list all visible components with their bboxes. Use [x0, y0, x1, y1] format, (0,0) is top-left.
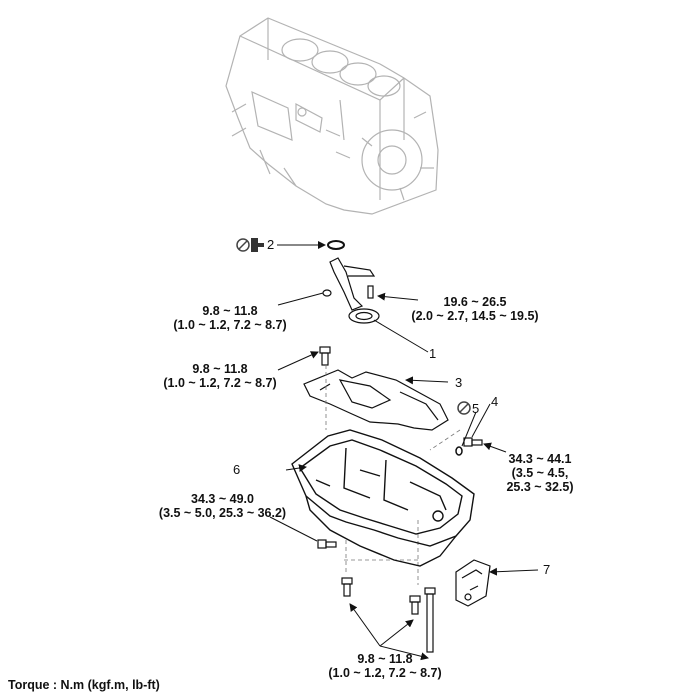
- pan-cover: [455, 559, 491, 607]
- torque-label-screen-bracket: 9.8 ~ 11.8 (1.0 ~ 1.2, 7.2 ~ 8.7): [170, 304, 290, 332]
- baffle-plate: [303, 369, 449, 431]
- engine-block: [225, 17, 439, 215]
- oil-pan: [291, 429, 475, 567]
- no-reuse-icon: [236, 238, 250, 252]
- no-reuse-icon: [457, 401, 471, 415]
- torque-conversion: (1.0 ~ 1.2, 7.2 ~ 8.7): [173, 318, 287, 332]
- torque-conversion: (1.0 ~ 1.2, 7.2 ~ 8.7): [328, 666, 442, 680]
- torque-label-bottom-bolts: 9.8 ~ 11.8 (1.0 ~ 1.2, 7.2 ~ 8.7): [315, 652, 455, 680]
- callout-7: 7: [543, 562, 551, 577]
- torque-conversion-2: 25.3 ~ 32.5): [506, 480, 574, 494]
- torque-label-drain-plug: 34.3 ~ 44.1 (3.5 ~ 4.5, 25.3 ~ 32.5): [500, 452, 580, 494]
- callout-2: 2: [267, 237, 275, 252]
- sealant-icon: [251, 238, 264, 252]
- torque-value: 9.8 ~ 11.8: [357, 652, 413, 666]
- torque-value: 9.8 ~ 11.8: [192, 362, 248, 376]
- oil-screen: [322, 257, 380, 324]
- o-ring: [327, 240, 345, 250]
- torque-value: 9.8 ~ 11.8: [202, 304, 258, 318]
- baffle-bolt: [319, 346, 331, 366]
- callout-4: 4: [491, 394, 499, 409]
- torque-unit-footer: Torque : N.m (kgf.m, lb-ft): [8, 678, 160, 692]
- side-bolt: [317, 539, 337, 549]
- torque-label-screen-bolt: 19.6 ~ 26.5 (2.0 ~ 2.7, 14.5 ~ 19.5): [405, 295, 545, 323]
- callout-1: 1: [429, 346, 437, 361]
- callout-3: 3: [455, 375, 463, 390]
- torque-value: 34.3 ~ 49.0: [191, 492, 254, 506]
- torque-conversion: (1.0 ~ 1.2, 7.2 ~ 8.7): [163, 376, 277, 390]
- torque-label-side-bolt: 34.3 ~ 49.0 (3.5 ~ 5.0, 25.3 ~ 36.2): [150, 492, 295, 520]
- callout-5: 5: [472, 401, 480, 416]
- torque-label-baffle-bolt: 9.8 ~ 11.8 (1.0 ~ 1.2, 7.2 ~ 8.7): [160, 362, 280, 390]
- callout-6: 6: [233, 462, 241, 477]
- drain-gasket: [455, 446, 463, 456]
- drain-plug: [463, 437, 483, 447]
- bottom-bolt: [341, 577, 436, 653]
- torque-conversion: (3.5 ~ 5.0, 25.3 ~ 36.2): [158, 506, 287, 520]
- torque-conversion: (2.0 ~ 2.7, 14.5 ~ 19.5): [411, 309, 539, 323]
- torque-value: 34.3 ~ 44.1: [508, 452, 572, 466]
- torque-value: 19.6 ~ 26.5: [443, 295, 507, 309]
- torque-conversion: (3.5 ~ 4.5,: [511, 466, 569, 480]
